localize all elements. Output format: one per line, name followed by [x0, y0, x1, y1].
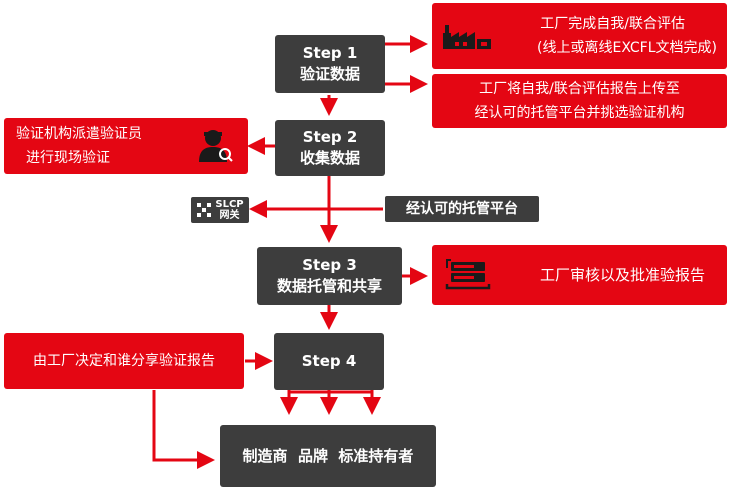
- step-4-title: Step 4: [301, 352, 357, 370]
- verifier-onsite-box: 验证机构派遣验证员 进行现场验证: [4, 118, 248, 174]
- server-icon: [445, 259, 491, 290]
- slcp-logo-icon: [197, 203, 212, 217]
- self-assessment-line2: (线上或离线EXCFL文档完成): [537, 40, 717, 56]
- step-4-box: Step 4: [274, 333, 384, 390]
- step-3-title: Step 3: [302, 256, 357, 274]
- hosting-platform-box: 经认可的托管平台: [385, 196, 539, 222]
- factory-decides-box: 由工厂决定和谁分享验证报告: [4, 333, 244, 389]
- upload-report-line1: 工厂将自我/联合评估报告上传至: [479, 81, 680, 97]
- self-assessment-line1: 工厂完成自我/联合评估: [540, 16, 685, 32]
- factory-decides-label: 由工厂决定和谁分享验证报告: [33, 353, 215, 369]
- step-1-box: Step 1 验证数据: [275, 35, 385, 93]
- step-3-box: Step 3 数据托管和共享: [257, 247, 402, 305]
- factory-icon: [443, 25, 491, 49]
- arrow-decides-to-stakeholders: [152, 390, 215, 469]
- stakeholders-box: 制造商 品牌 标准持有者: [220, 425, 436, 487]
- slcp-gateway-line1: SLCP: [215, 199, 244, 210]
- slcp-gateway-box: SLCP 网关: [191, 197, 249, 223]
- verifier-icon: [199, 130, 233, 162]
- factory-review-label: 工厂审核以及批准验报告: [539, 266, 705, 284]
- upload-report-box: 工厂将自我/联合评估报告上传至 经认可的托管平台并挑选验证机构: [432, 74, 727, 128]
- verifier-onsite-line2: 进行现场验证: [26, 150, 110, 166]
- upload-report-line2: 经认可的托管平台并挑选验证机构: [474, 105, 685, 121]
- step-2-subtitle: 收集数据: [299, 149, 360, 167]
- step-2-box: Step 2 收集数据: [275, 120, 385, 176]
- slcp-gateway-line2: 网关: [219, 210, 240, 221]
- step-1-title: Step 1: [302, 44, 358, 62]
- step-2-title: Step 2: [302, 128, 358, 146]
- stakeholders-label: 制造商 品牌 标准持有者: [242, 446, 414, 465]
- hosting-platform-label: 经认可的托管平台: [406, 200, 518, 217]
- verifier-onsite-line1: 验证机构派遣验证员: [16, 126, 142, 142]
- step-1-subtitle: 验证数据: [299, 65, 360, 83]
- self-assessment-box: 工厂完成自我/联合评估 (线上或离线EXCFL文档完成): [432, 3, 727, 69]
- step-3-subtitle: 数据托管和共享: [276, 277, 382, 295]
